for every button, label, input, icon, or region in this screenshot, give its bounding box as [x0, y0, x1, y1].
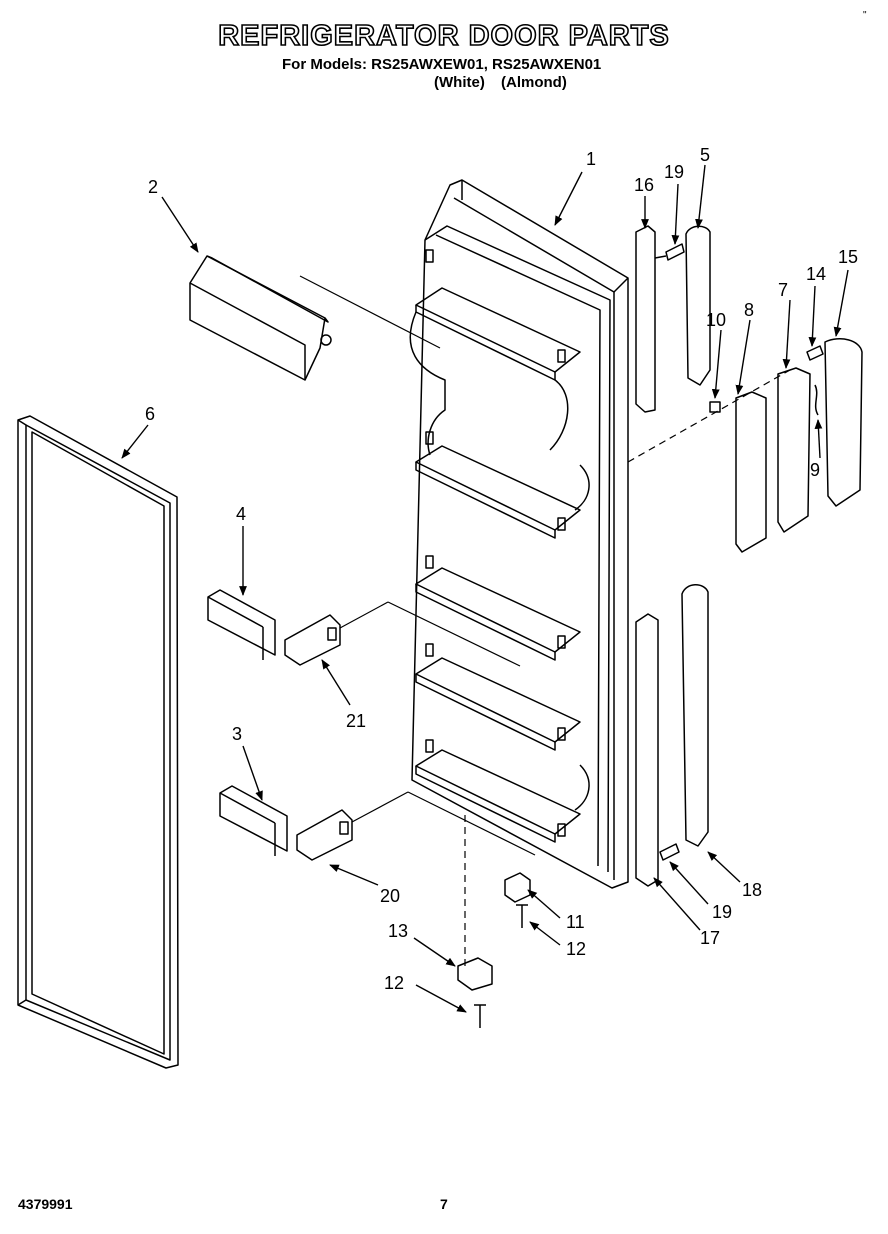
- trim-strip-17: [635, 613, 659, 887]
- alignment-lines: [464, 369, 791, 966]
- page-number: 7: [440, 1196, 448, 1212]
- callout-4: 4: [236, 504, 246, 524]
- callout-3: 3: [232, 724, 242, 744]
- callout-12-lower: 12: [384, 973, 404, 993]
- trim-strip-16: [635, 225, 656, 413]
- screw-14: [806, 345, 824, 361]
- screw-19-top: [654, 243, 685, 261]
- callout-21: 21: [346, 711, 366, 731]
- handle-15: [824, 338, 863, 507]
- trim-cap-18: [681, 584, 709, 847]
- clip-10: [709, 401, 721, 413]
- callout-9: 9: [810, 460, 820, 480]
- callout-14: 14: [806, 264, 826, 284]
- callout-19-bottom: 19: [712, 902, 732, 922]
- callout-8: 8: [744, 300, 754, 320]
- callout-20: 20: [380, 886, 400, 906]
- bin-front-3: [219, 785, 288, 856]
- color-almond-label: (Almond): [501, 74, 567, 91]
- callout-15: 15: [838, 247, 858, 267]
- callout-17: 17: [700, 928, 720, 948]
- bin-cap-20: [296, 809, 353, 861]
- callout-arrows: [121, 164, 849, 1013]
- page-title: REFRIGERATOR DOOR PARTS: [217, 19, 670, 53]
- callout-10: 10: [706, 310, 726, 330]
- color-white-label: (White): [434, 74, 485, 91]
- handle-8: [735, 391, 767, 553]
- models-line: For Models: RS25AWXEW01, RS25AWXEN01: [282, 56, 602, 73]
- screw-19-bottom: [659, 843, 680, 861]
- callout-2: 2: [148, 177, 158, 197]
- callout-6: 6: [145, 404, 155, 424]
- dairy-door-part: [189, 255, 332, 381]
- hinge-13: [457, 957, 493, 991]
- trim-cap-5: [685, 225, 711, 386]
- callout-11: 11: [566, 912, 585, 932]
- bin-front-4: [207, 589, 276, 660]
- callout-12-upper: 12: [566, 939, 586, 959]
- callout-19-top: 19: [664, 162, 684, 182]
- screw-12-lower: [474, 1004, 486, 1028]
- callout-7: 7: [778, 280, 788, 300]
- hinge-bracket-11: [504, 872, 531, 903]
- screw-12-upper: [516, 904, 528, 928]
- document-number: 4379991: [18, 1196, 73, 1212]
- callout-13: 13: [388, 921, 408, 941]
- bin-cap-21: [284, 614, 341, 666]
- spring-9: [814, 384, 819, 416]
- door-gasket-part: [17, 415, 179, 1069]
- assembly-leaders: [299, 275, 536, 856]
- door-liner-part: [409, 179, 629, 889]
- callout-18: 18: [742, 880, 762, 900]
- handle-7: [777, 367, 811, 533]
- corner-mark: ": [863, 10, 867, 21]
- callout-5: 5: [700, 145, 710, 165]
- callout-16: 16: [634, 175, 654, 195]
- callout-1: 1: [586, 149, 596, 169]
